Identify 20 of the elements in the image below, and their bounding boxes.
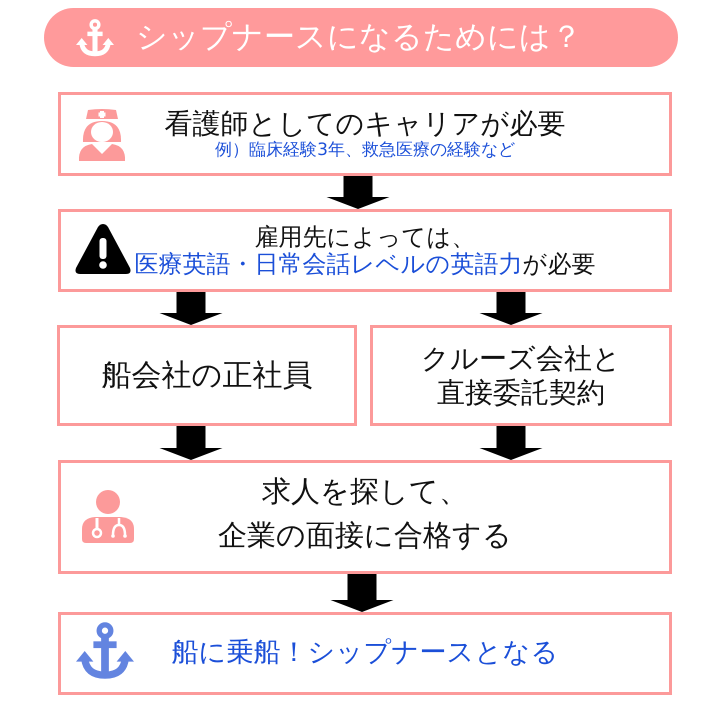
arrow (160, 292, 222, 325)
step-box (58, 209, 672, 292)
step-text: 看護師としてのキャリアが必要 (164, 106, 566, 140)
step-text: 雇用先によっては、医療英語・日常会話レベルの英語力が必要 (134, 224, 596, 278)
arrow (480, 292, 542, 325)
step-box (58, 92, 672, 176)
arrow (480, 426, 542, 460)
note-text: 例）臨床経験3年、救急医療の経験など (215, 140, 515, 162)
step-text: 船に乗船！シップナースとなる (172, 637, 558, 670)
arrow (326, 176, 390, 209)
step-box (58, 460, 672, 574)
step-text: 船会社の正社員 (102, 358, 312, 394)
step-text: クルーズ会社と直接委託契約 (420, 342, 622, 409)
title-text: シップナースになるためには？ (136, 18, 582, 57)
arrow (330, 574, 394, 612)
step-text: 求人を探して、企業の面接に合格する (218, 472, 512, 554)
arrow (160, 426, 222, 460)
step-box (370, 325, 672, 426)
step-box (58, 612, 672, 695)
step-box (57, 325, 357, 426)
